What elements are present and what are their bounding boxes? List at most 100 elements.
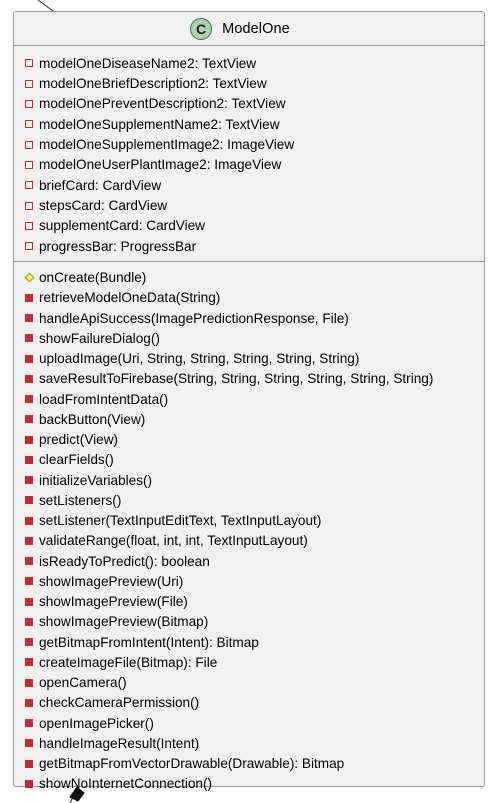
method-row: createImageFile(Bitmap): File: [14, 652, 484, 672]
methods-compartment: onCreate(Bundle) retrieveModelOneData(Str…: [14, 262, 484, 794]
private-visibility-icon: [25, 314, 33, 323]
private-visibility-icon: [25, 698, 33, 707]
private-visibility-icon: [25, 719, 33, 728]
private-visibility-icon: [25, 516, 33, 525]
method-row: showImagePreview(Uri): [14, 571, 484, 591]
field-row: modelOneDiseaseName2: TextView: [14, 53, 484, 73]
method-signature: checkCameraPermission(): [39, 695, 200, 711]
private-visibility-icon: [25, 201, 33, 210]
class-header: C ModelOne: [14, 12, 484, 46]
method-signature: getBitmapFromVectorDrawable(Drawable): B…: [39, 756, 345, 772]
method-row: setListeners(): [14, 490, 484, 510]
method-signature: setListeners(): [39, 492, 122, 508]
method-row: openImagePicker(): [14, 713, 484, 733]
field-signature: modelOneDiseaseName2: TextView: [39, 55, 257, 71]
private-visibility-icon: [25, 395, 33, 404]
method-row: openCamera(): [14, 672, 484, 692]
private-visibility-icon: [25, 221, 33, 230]
private-visibility-icon: [25, 476, 33, 485]
method-signature: onCreate(Bundle): [39, 270, 147, 286]
private-visibility-icon: [25, 415, 33, 424]
field-signature: modelOneUserPlantImage2: ImageView: [39, 157, 282, 173]
private-visibility-icon: [25, 759, 33, 768]
method-row: handleApiSuccess(ImagePredictionResponse…: [14, 308, 484, 328]
private-visibility-icon: [25, 160, 33, 169]
method-signature: getBitmapFromIntent(Intent): Bitmap: [39, 634, 259, 650]
method-signature: handleApiSuccess(ImagePredictionResponse…: [39, 310, 349, 326]
method-row: getBitmapFromIntent(Intent): Bitmap: [14, 632, 484, 652]
private-visibility-icon: [25, 496, 33, 505]
private-visibility-icon: [25, 181, 33, 190]
method-row: saveResultToFirebase(String, String, Str…: [14, 369, 484, 389]
method-row: initializeVariables(): [14, 470, 484, 490]
method-signature: validateRange(float, int, int, TextInput…: [39, 533, 308, 549]
private-visibility-icon: [25, 120, 33, 129]
method-row: onCreate(Bundle): [14, 267, 484, 287]
method-signature: openImagePicker(): [39, 715, 154, 731]
private-visibility-icon: [25, 435, 33, 444]
method-signature: initializeVariables(): [39, 472, 153, 488]
private-visibility-icon: [25, 536, 33, 545]
method-row: setListener(TextInputEditText, TextInput…: [14, 510, 484, 530]
private-visibility-icon: [25, 658, 33, 667]
private-visibility-icon: [25, 557, 33, 566]
private-visibility-icon: [25, 597, 33, 606]
method-row: showImagePreview(File): [14, 591, 484, 611]
method-row: checkCameraPermission(): [14, 693, 484, 713]
field-row: modelOneSupplementImage2: ImageView: [14, 134, 484, 154]
method-row: isReadyToPredict(): boolean: [14, 551, 484, 571]
field-row: modelOnePreventDescription2: TextView: [14, 94, 484, 114]
method-signature: createImageFile(Bitmap): File: [39, 654, 218, 670]
method-signature: showImagePreview(Bitmap): [39, 614, 209, 630]
private-visibility-icon: [25, 678, 33, 687]
class-box[interactable]: C ModelOne modelOneDiseaseName2: TextVie…: [13, 11, 485, 791]
method-row: clearFields(): [14, 450, 484, 470]
method-row: showNoInternetConnection(): [14, 774, 484, 794]
method-row: showFailureDialog(): [14, 328, 484, 348]
field-row: progressBar: ProgressBar: [14, 236, 484, 256]
method-signature: retrieveModelOneData(String): [39, 290, 221, 306]
private-visibility-icon: [25, 617, 33, 626]
method-row: backButton(View): [14, 409, 484, 429]
private-visibility-icon: [25, 577, 33, 586]
field-row: modelOneSupplementName2: TextView: [14, 114, 484, 134]
field-signature: supplementCard: CardView: [39, 218, 205, 234]
method-signature: openCamera(): [39, 675, 127, 691]
private-visibility-icon: [25, 455, 33, 464]
method-row: loadFromIntentData(): [14, 389, 484, 409]
field-signature: stepsCard: CardView: [39, 198, 168, 214]
private-visibility-icon: [25, 242, 33, 251]
field-signature: briefCard: CardView: [39, 177, 162, 193]
method-row: uploadImage(Uri, String, String, String,…: [14, 348, 484, 368]
fields-compartment: modelOneDiseaseName2: TextView modelOneBr…: [14, 46, 484, 263]
method-signature: showNoInternetConnection(): [39, 776, 213, 792]
method-signature: isReadyToPredict(): boolean: [39, 553, 210, 569]
field-signature: modelOneSupplementImage2: ImageView: [39, 137, 295, 153]
field-row: modelOneBriefDescription2: TextView: [14, 73, 484, 93]
method-signature: showImagePreview(File): [39, 594, 188, 610]
method-row: retrieveModelOneData(String): [14, 288, 484, 308]
method-signature: showFailureDialog(): [39, 330, 160, 346]
method-row: predict(View): [14, 429, 484, 449]
method-row: validateRange(float, int, int, TextInput…: [14, 531, 484, 551]
private-visibility-icon: [25, 140, 33, 149]
private-visibility-icon: [25, 374, 33, 383]
method-signature: backButton(View): [39, 411, 146, 427]
field-signature: progressBar: ProgressBar: [39, 238, 197, 254]
field-row: briefCard: CardView: [14, 175, 484, 195]
class-stereotype-icon: C: [190, 17, 213, 40]
field-signature: modelOneBriefDescription2: TextView: [39, 76, 267, 92]
private-visibility-icon: [25, 79, 33, 88]
field-signature: modelOnePreventDescription2: TextView: [39, 96, 286, 112]
incoming-relation-line: [37, 0, 54, 12]
method-signature: uploadImage(Uri, String, String, String,…: [39, 351, 360, 367]
private-visibility-icon: [25, 59, 33, 68]
method-signature: predict(View): [39, 432, 119, 448]
method-signature: clearFields(): [39, 452, 114, 468]
method-signature: saveResultToFirebase(String, String, Str…: [39, 371, 434, 387]
private-visibility-icon: [25, 334, 33, 343]
method-signature: showImagePreview(Uri): [39, 573, 184, 589]
field-row: modelOneUserPlantImage2: ImageView: [14, 155, 484, 175]
private-visibility-icon: [25, 739, 33, 748]
method-row: handleImageResult(Intent): [14, 733, 484, 753]
